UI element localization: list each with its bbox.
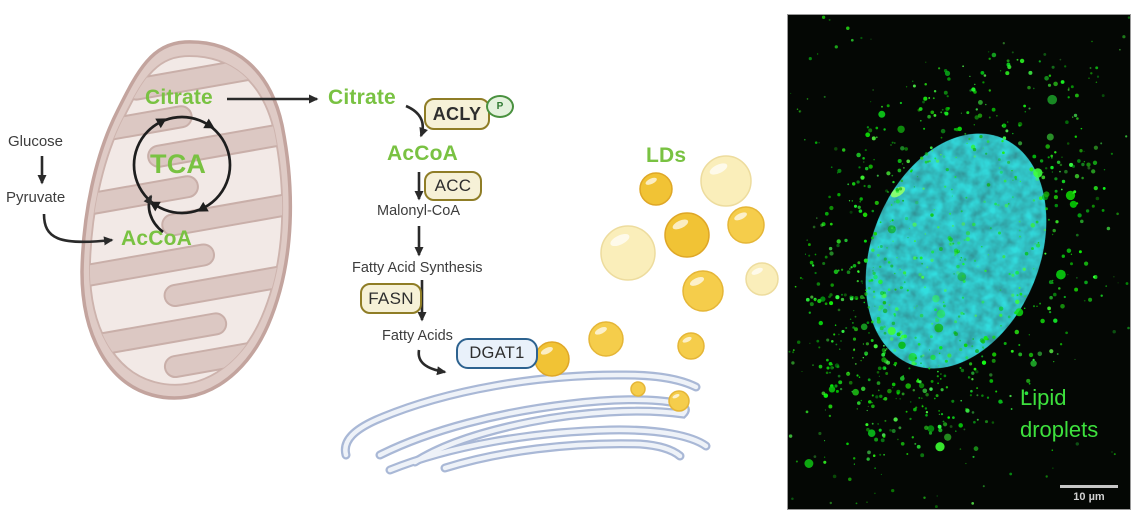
label-fatty-acids: Fatty Acids: [382, 328, 453, 344]
micrograph-canvas: [788, 15, 1130, 509]
lipid-droplet: [677, 332, 705, 360]
micrograph-label-line2: droplets: [1020, 417, 1099, 442]
lipid-droplet: [700, 155, 752, 207]
label-tca: TCA: [150, 149, 207, 179]
lipid-droplet: [534, 341, 570, 377]
scale-bar-label: 10 µm: [1073, 491, 1105, 503]
lipid-droplet: [588, 321, 624, 357]
mitochondrion: [80, 40, 293, 400]
label-malonyl-coa: Malonyl-CoA: [377, 203, 460, 219]
enzyme-fasn: FASN: [360, 283, 422, 314]
enzyme-dgat1: DGAT1: [456, 338, 538, 369]
lipid-droplet: [600, 225, 656, 281]
tca-cycle-circle: [132, 115, 232, 234]
lipid-droplet: [745, 262, 779, 296]
label-fatty-acid-synthesis: Fatty Acid Synthesis: [352, 260, 483, 276]
label-accoa-mito: AcCoA: [121, 227, 193, 250]
label-lds: LDs: [646, 144, 687, 167]
label-accoa-cyto: AcCoA: [387, 142, 459, 165]
label-pyruvate: Pyruvate: [6, 189, 66, 206]
arrow-fatty-acids-to-er: [417, 349, 447, 376]
arrow-pyruvate-to-accoa: [42, 213, 114, 246]
lipid-droplet: [668, 390, 690, 412]
label-citrate-mito: Citrate: [145, 86, 213, 109]
micrograph-label-line1: Lipid: [1020, 385, 1067, 410]
label-glucose: Glucose: [8, 133, 64, 150]
pathway-canvas: [37, 40, 779, 475]
arrow-citrate-to-accoa: [405, 104, 428, 138]
scale-bar: [1060, 485, 1118, 488]
lipid-droplet: [639, 172, 673, 206]
lipid-droplet-layer: [534, 155, 779, 412]
arrow-accoa-to-tca: [143, 194, 164, 234]
lipid-droplet: [630, 381, 646, 397]
lipid-droplet: [664, 212, 710, 258]
label-citrate-cyto: Citrate: [328, 86, 396, 109]
fluorescence-micrograph: Lipid droplets 10 µm: [787, 14, 1131, 510]
enzyme-acly: ACLY: [424, 98, 490, 130]
phospho-badge: P: [486, 95, 514, 118]
endoplasmic-reticulum: [340, 370, 711, 475]
lipid-droplet: [727, 206, 765, 244]
enzyme-acc: ACC: [424, 171, 482, 201]
lipid-droplet-puncta: [788, 15, 1130, 509]
lipid-droplet: [682, 270, 724, 312]
